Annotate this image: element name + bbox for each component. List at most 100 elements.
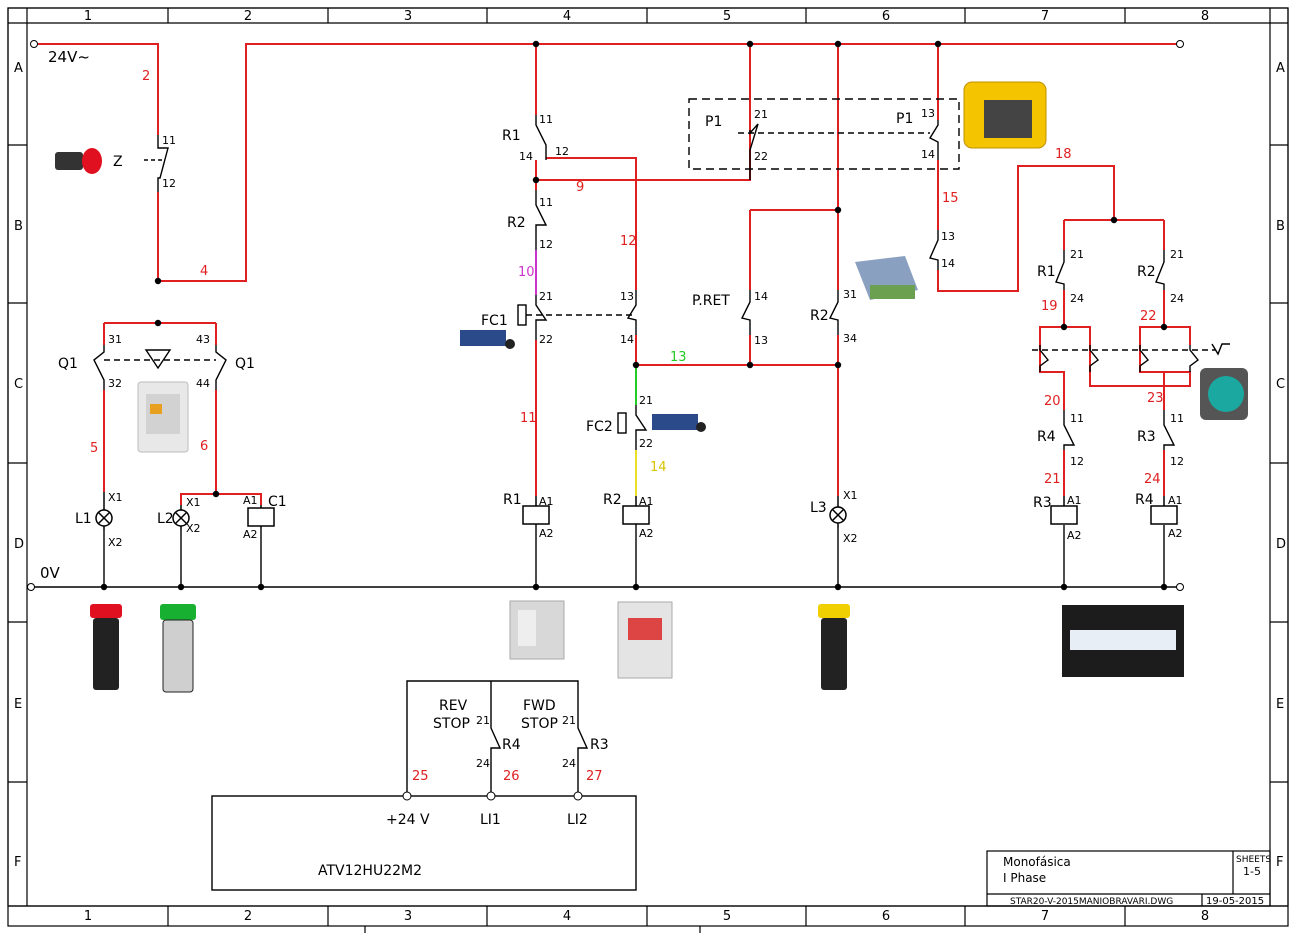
row-label-b: B [14, 219, 23, 234]
label-r2-col8: R2 [1137, 264, 1156, 280]
rev-stop-label: STOP [433, 716, 470, 732]
row-label-a-right: A [1276, 61, 1285, 76]
label-r4-coil: R4 [1135, 492, 1154, 508]
wire-number-22: 22 [1140, 309, 1157, 324]
label-r3-drive: R3 [590, 737, 609, 753]
pin: 11 [162, 134, 176, 147]
col-label-5-bottom: 5 [723, 909, 731, 924]
pin: 21 [754, 108, 768, 121]
label-r2-coil: R2 [603, 492, 622, 508]
terminal-li2-label: LI2 [567, 812, 588, 828]
pin: 21 [539, 290, 553, 303]
pin: A2 [1067, 529, 1082, 542]
wire-number-24: 24 [1144, 472, 1161, 487]
wire-number-19: 19 [1041, 299, 1058, 314]
label-p1-left: P1 [705, 114, 722, 130]
pin: 13 [620, 290, 634, 303]
col-label-8: 8 [1201, 9, 1209, 24]
label-r3-coil: R3 [1033, 495, 1052, 511]
pin: A1 [1067, 494, 1082, 507]
label-fc1: FC1 [481, 313, 508, 329]
wire-number-5: 5 [90, 441, 98, 456]
pin: 14 [519, 150, 533, 163]
pin: 12 [1070, 455, 1084, 468]
drawing-date: 19-05-2015 [1206, 896, 1264, 907]
col-label-4: 4 [563, 9, 571, 24]
label-l2: L2 [157, 511, 174, 527]
wire-number-12: 12 [620, 234, 637, 249]
foot-pedal-icon [963, 81, 1047, 149]
pin: 13 [754, 334, 768, 347]
pin: 21 [1170, 248, 1184, 261]
drive-model: ATV12HU22M2 [318, 863, 422, 879]
coils-lamps [95, 492, 1178, 530]
col-label-1-bottom: 1 [84, 909, 92, 924]
title-block [986, 850, 1271, 907]
label-pret: P.RET [692, 293, 730, 309]
wire-number-2: 2 [142, 69, 150, 84]
fwd-stop-label: STOP [521, 716, 558, 732]
col-label-6: 6 [882, 9, 890, 24]
emergency-stop-icon [55, 148, 102, 174]
pin: A1 [539, 495, 554, 508]
limit-switch-fc2-icon [652, 414, 706, 432]
col-label-2: 2 [244, 9, 252, 24]
terminal-li1-label: LI1 [480, 812, 501, 828]
rev-label: REV [439, 698, 468, 714]
pin: 14 [921, 148, 935, 161]
pin: X1 [108, 491, 123, 504]
pin: 12 [555, 145, 569, 158]
wire-number-23: 23 [1147, 391, 1164, 406]
contacts [93, 98, 1230, 755]
label-q1-right: Q1 [235, 356, 255, 372]
pin: 24 [562, 757, 576, 770]
fwd-label: FWD [523, 698, 556, 714]
label-l3: L3 [810, 500, 827, 516]
selector-switch-icon [1200, 368, 1248, 420]
label-r4-drive: R4 [502, 737, 521, 753]
pin: A2 [243, 528, 258, 541]
pilot-lamp-yellow-icon [818, 604, 850, 690]
pin: 24 [1070, 292, 1084, 305]
frame-labels: 1 2 3 4 5 6 7 8 1 2 3 4 5 6 7 8 A B C D … [14, 9, 1286, 924]
col-label-7: 7 [1041, 9, 1049, 24]
wire-number-18: 18 [1055, 147, 1072, 162]
pin: 14 [754, 290, 768, 303]
label-r2-no: R2 [810, 308, 829, 324]
pin-numbers: 11 12 31 32 43 44 X1 X2 X1 X2 A1 A2 11 1… [108, 107, 1184, 770]
pin: A1 [243, 494, 258, 507]
label-p1-right: P1 [896, 111, 913, 127]
wire-number-9: 9 [576, 180, 584, 195]
pin: 22 [539, 333, 553, 346]
pin: 32 [108, 377, 122, 390]
wiring [38, 43, 1191, 505]
row-label-e-right: E [1276, 697, 1284, 712]
pin: 11 [539, 113, 553, 126]
wire-number-20: 20 [1044, 394, 1061, 409]
wire-number-10: 10 [518, 265, 535, 280]
label-r4-nc: R4 [1037, 429, 1056, 445]
drive-labels: REV STOP FWD STOP +24 V LI1 LI2 ATV12HU2… [318, 698, 588, 879]
col-label-3-bottom: 3 [404, 909, 412, 924]
lamp-l3-symbol [829, 506, 847, 524]
col-label-4-bottom: 4 [563, 909, 571, 924]
wire-number-25: 25 [412, 769, 429, 784]
pin: A2 [1168, 527, 1183, 540]
terminal-24v-label: +24 V [386, 812, 430, 828]
pin: 12 [1170, 455, 1184, 468]
pin: A1 [1168, 494, 1183, 507]
col-label-2-bottom: 2 [244, 909, 252, 924]
wire-number-4: 4 [200, 264, 208, 279]
col-label-6-bottom: 6 [882, 909, 890, 924]
pin: A2 [639, 527, 654, 540]
pin: 44 [196, 377, 210, 390]
label-r1-nc: R1 [502, 128, 521, 144]
label-r1-col7: R1 [1037, 264, 1056, 280]
pin: 21 [639, 394, 653, 407]
red-wires [38, 43, 1191, 505]
wire-number-27: 27 [586, 769, 603, 784]
pin: X1 [843, 489, 858, 502]
label-z: Z [113, 154, 123, 170]
